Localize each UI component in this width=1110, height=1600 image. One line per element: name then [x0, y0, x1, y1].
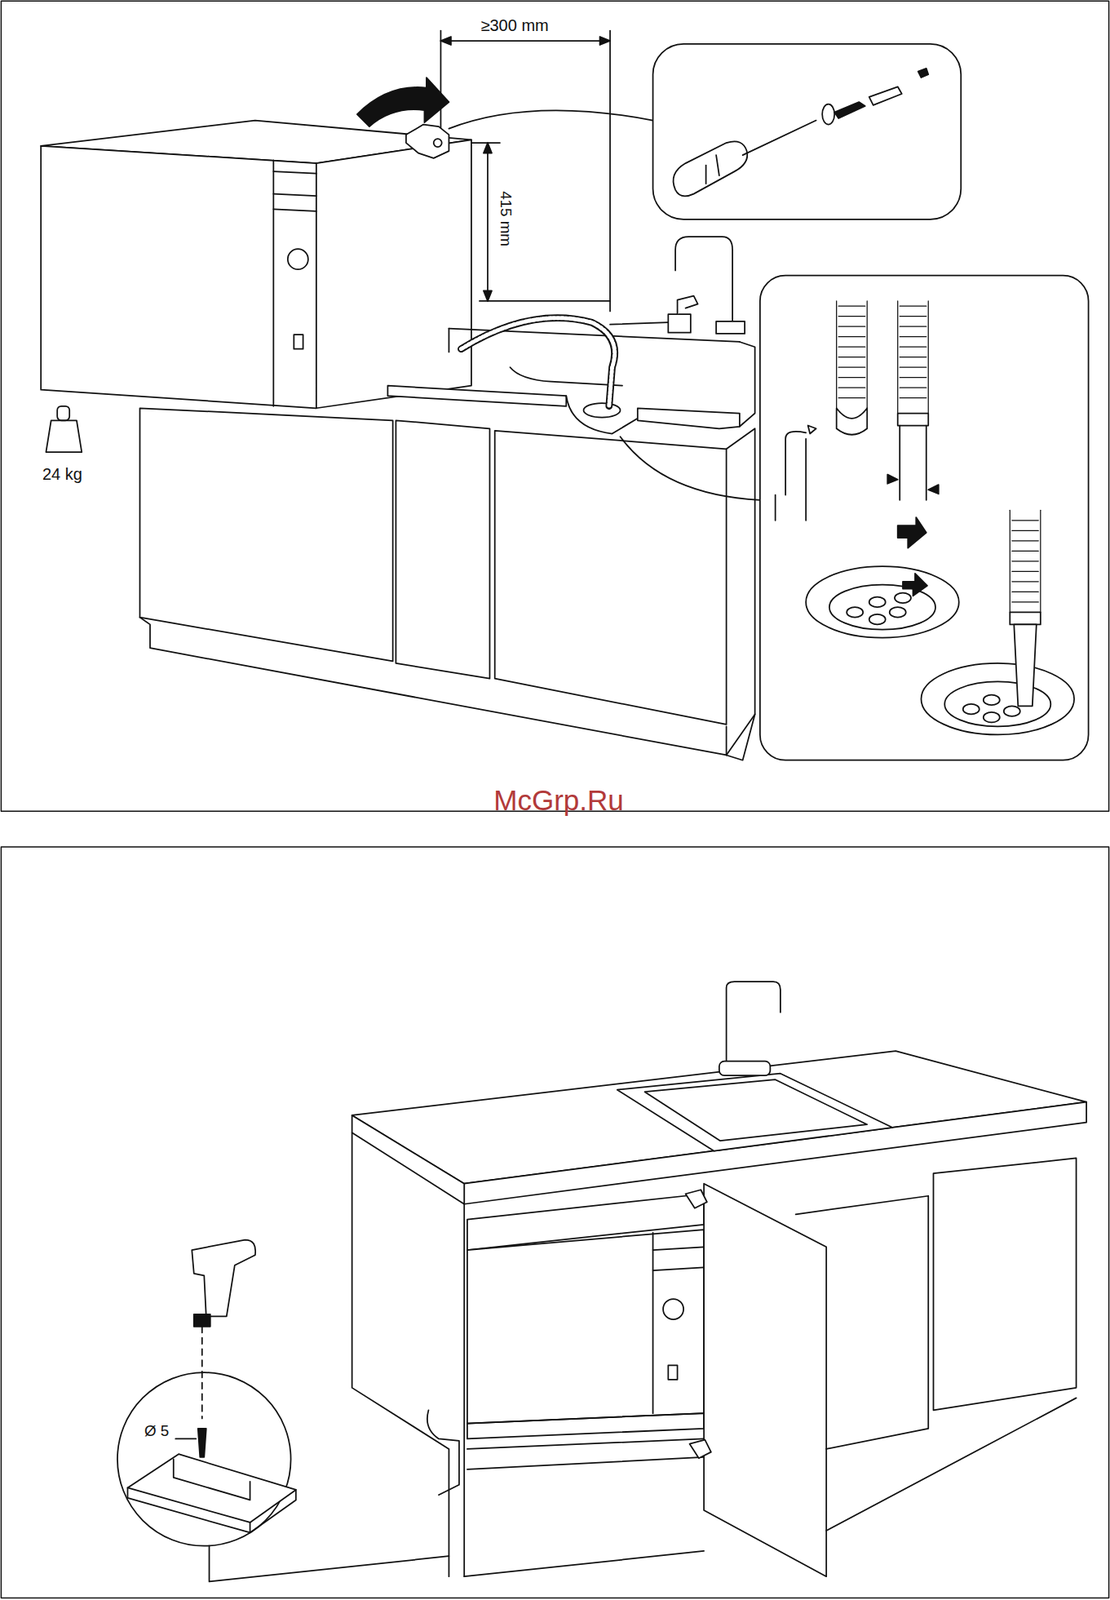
- diameter-label: Ø 5: [142, 1422, 171, 1440]
- dimension-label: 415 mm: [497, 189, 515, 248]
- dimension-label: ≥300 mm: [479, 16, 551, 35]
- weight-label: 24 kg: [40, 464, 85, 483]
- watermark: McGrp.Ru: [491, 784, 625, 815]
